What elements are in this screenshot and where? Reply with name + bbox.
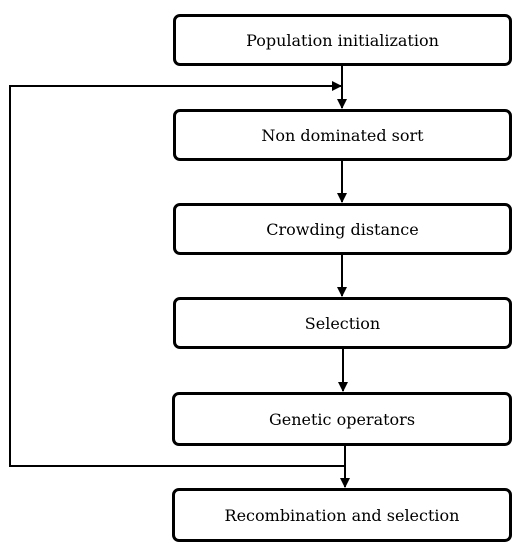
- step-recombination-and-selection: Recombination and selection: [172, 488, 512, 542]
- step-population-initialization: Population initialization: [173, 14, 512, 66]
- step-label: Recombination and selection: [224, 505, 460, 525]
- feedback-loop-line: [9, 81, 345, 467]
- step-crowding-distance: Crowding distance: [173, 203, 512, 255]
- step-label: Non dominated sort: [261, 125, 424, 145]
- step-label: Genetic operators: [268, 409, 416, 429]
- step-selection: Selection: [173, 297, 512, 349]
- step-label: Selection: [304, 313, 381, 333]
- step-genetic-operators: Genetic operators: [172, 392, 512, 446]
- step-label: Population initialization: [246, 30, 439, 50]
- step-label: Crowding distance: [266, 219, 419, 239]
- step-non-dominated-sort: Non dominated sort: [173, 109, 512, 161]
